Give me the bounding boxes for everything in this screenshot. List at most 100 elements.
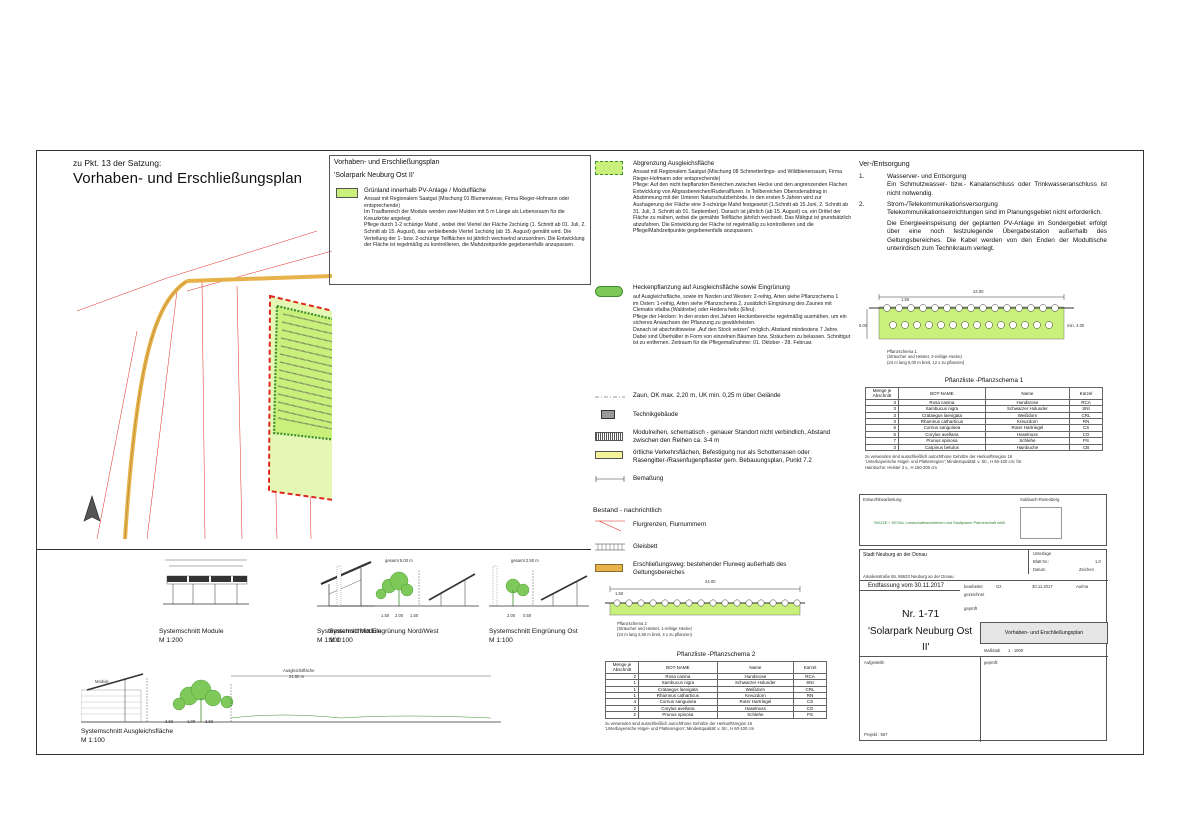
pl2-header-row: Menge je Abschnitt BOT-NAME Name Kürzel: [605, 661, 827, 674]
schema1-dim-a: 1.50: [901, 297, 910, 302]
tb-kuerzel: Au/ma: [1076, 584, 1089, 589]
tb-project-2: II': [922, 642, 930, 653]
tb-plan-cell: Vorhaben- und Erschließungsplan: [980, 622, 1108, 644]
cell: CS: [1069, 424, 1103, 432]
cell: PS: [1069, 437, 1103, 445]
tb-project-1: 'Solarpark Neuburg Ost: [868, 626, 973, 637]
section-1-drawing: [163, 559, 249, 605]
ver-item-3-text: Die Energieeinspeisung der geplanten PV-…: [887, 220, 1107, 252]
pl1-header-row: Menge je Abschnitt BOT-NAME Name Kürzel: [865, 387, 1103, 400]
technik-swatch: [601, 410, 615, 419]
legend-subtitle: 'Solarpark Neuburg Ost II': [334, 172, 415, 179]
pflanzliste-1: Pflanzliste -Pflanzschema 1 Menge je Abs…: [865, 377, 1103, 470]
cell: CB: [1069, 443, 1103, 452]
ver-item-2: 2. Strom-/Telekommunikationsversorgung: [859, 201, 1107, 209]
tb-gez: Gz.: [996, 584, 1003, 589]
schema2-caption-3: (24 m lang 2,50 m breit, 4 x zu pflanzen…: [617, 631, 692, 637]
pl2-note-2: 'Unterbayerische Hügel- und Plattenregio…: [605, 726, 755, 732]
section-3-drawing: [329, 565, 479, 607]
cell: PS: [793, 711, 827, 719]
tb-datum: Datum: [1033, 567, 1046, 572]
section-2-scale: M 1:100: [317, 637, 341, 644]
cell: RN: [793, 691, 827, 700]
abgrenzung-title: Abgrenzung Ausgleichsfläche: [633, 160, 715, 167]
ver-item-2-text: Telekommunikationseinrichtungen sind im …: [887, 209, 1102, 217]
tb-projekt: Projekt : 567: [864, 732, 888, 737]
schema1-dim-total: 24.00: [973, 289, 984, 294]
tb-zeichen: Zeichen: [1079, 567, 1094, 572]
cell: RN: [1069, 417, 1103, 426]
erschliessung-label: Erschließungsweg: bestehender Flurweg au…: [633, 561, 787, 576]
hecke-text-1: auf Ausgleichsfläche, sowie im Norden un…: [633, 294, 839, 300]
gleisbett-symbol: [595, 543, 625, 551]
tb-date: 30.11.2017: [1032, 584, 1053, 589]
pflanzliste-2: Pflanzliste -Pflanzschema 2 Menge je Abs…: [605, 651, 827, 731]
erschliessung-swatch: [595, 564, 623, 572]
cell: Weißdorn: [716, 685, 795, 694]
schema2-dim-total: 24.00: [705, 579, 716, 584]
schema2-caption: Pflanzschema 2 (Sträucher und Heister, 1…: [617, 621, 692, 637]
tb-aufgestellt: Aufgestellt:: [864, 660, 885, 665]
abgrenzung-swatch: [595, 161, 623, 175]
hecke-text-3: Pflege der Hecken: In den ersten drei Ja…: [633, 313, 847, 327]
schema2-dim-a: 1.50: [615, 591, 624, 596]
tb-blatt-nr: Blatt Nr.:: [1033, 559, 1050, 564]
ver-title: Ver-/Entsorgung: [859, 161, 910, 168]
tb-divider-2: [860, 590, 960, 592]
ver-item-1-text: Ein Schmutzwasser- bzw.- Kanalanschluss …: [887, 181, 1107, 197]
title-block: Stadt Neuburg an der Donau Unterlage Bla…: [859, 549, 1109, 742]
cell: Schwarzer Holunder: [984, 405, 1071, 413]
site-map: [76, 230, 332, 540]
section-4-dim: gesamt 2.50 m: [511, 558, 539, 563]
pl1-h-menge: Menge je Abschnitt: [865, 387, 899, 400]
tb-endfassung: Endfassung vom 30.11.2017: [868, 583, 944, 589]
legend-title: Vorhaben- und Erschließungsplan: [334, 159, 440, 166]
pl1-title: Pflanzliste -Pflanzschema 1: [944, 377, 1024, 384]
tb-sign-rows: gezeichnet geprüft: [960, 590, 1108, 624]
header-prefix: zu Pkt. 13 der Satzung:: [73, 158, 162, 168]
pl2-h-bot: BOT-NAME: [638, 661, 718, 674]
cell: CRL: [793, 685, 827, 694]
cell: Haselnuss: [716, 704, 795, 713]
verkehr-label: örtliche Verkehrsflächen, Befestigung nu…: [633, 449, 812, 464]
cell: Roter Hartriegel: [716, 698, 795, 706]
schema2-caption-1: Pflanzschema 2: [617, 621, 647, 626]
hecke-swatch: [595, 286, 623, 297]
pl2-note-1: zu verwenden sind ausschließlich autocht…: [605, 720, 753, 726]
pl1-note-2: 'Unterbayerische Hügel- und Plattenregio…: [865, 459, 1022, 465]
section-5-scale: M 1:100: [81, 737, 105, 744]
section-5-d2: 1.00: [187, 719, 196, 724]
cell: Weißdorn: [984, 411, 1071, 420]
section-4-d2: 0.50: [523, 613, 532, 618]
tb-info-grid: Unterlage Blatt Nr.: 1.0 Datum Zeichen: [1028, 550, 1109, 574]
tb-divider-1: [860, 580, 1108, 581]
cell: Schlehe: [716, 711, 795, 719]
schema1-caption-3: (24 m lang 5,00 m breit, 12 x zu pflanze…: [887, 359, 965, 365]
section-5-d1: 3.50: [165, 719, 174, 724]
tb-gezeichnet: gezeichnet: [964, 592, 985, 597]
cell: Haselnuss: [984, 430, 1071, 439]
schema1-dim-h: 5.00: [859, 323, 868, 328]
gruenland-title: Grünland innerhalb PV-Anlage / Modulfläc…: [364, 187, 487, 194]
cell: Hundsrose: [984, 398, 1071, 407]
pl1-table: Menge je Abschnitt BOT-NAME Name Kürzel …: [865, 387, 1103, 452]
tb-nr: Nr. 1-71: [902, 608, 940, 620]
section-5-dim: 21.50 m: [289, 674, 305, 679]
pflanzschema-2-drawing: [605, 586, 805, 616]
section-3-d1: 1.50: [381, 613, 390, 618]
schema1-dim-r: min. 4.00: [1067, 323, 1085, 328]
cell: RCA: [793, 672, 827, 681]
cell: CO: [1069, 430, 1103, 439]
cell: 1: [605, 691, 639, 700]
hecke-title: Heckenpflanzung auf Ausgleichsfläche sow…: [633, 284, 790, 291]
bemassung-symbol: [595, 476, 625, 482]
tb-city: Stadt Neuburg an der Donau: [863, 552, 927, 558]
